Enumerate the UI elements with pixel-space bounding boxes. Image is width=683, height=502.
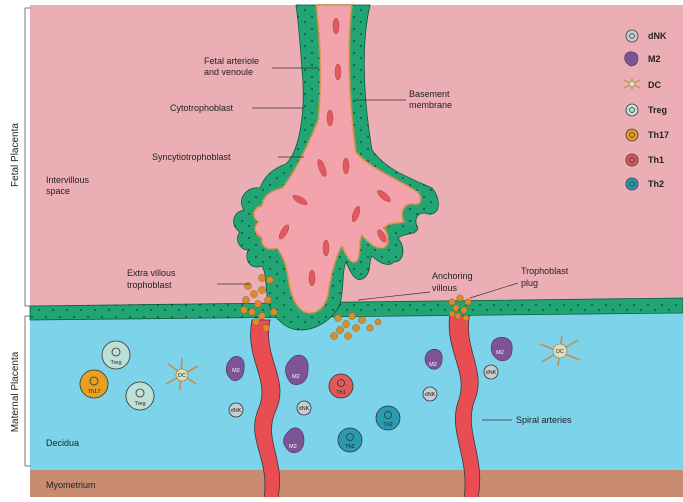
dnk-cell: dNK: [229, 403, 243, 417]
legend-label-dc: DC: [648, 80, 661, 90]
maternal-placenta-label: Maternal Placenta: [10, 351, 21, 432]
trophoblast-plug-label-2: plug: [521, 278, 538, 288]
th2-cell: Th2: [338, 428, 362, 452]
th17-cell-label: Th17: [88, 389, 101, 395]
m2-cell-label: M2: [292, 374, 300, 380]
legend-label-th1: Th1: [648, 155, 664, 165]
myometrium-layer: [30, 470, 683, 497]
syncytiotrophoblast-label: Syncytiotrophoblast: [152, 152, 231, 162]
th1-cell-label: Th1: [336, 390, 345, 396]
legend-label-th17: Th17: [648, 130, 669, 140]
intervillous-space-label-2: space: [46, 186, 70, 196]
cytotrophoblast-label: Cytotrophoblast: [170, 103, 234, 113]
dnk-cell: dNK: [423, 387, 437, 401]
m2-cell-label: M2: [232, 368, 240, 374]
extra-villous-label-2: trophoblast: [127, 280, 172, 290]
th17-cell: Th17: [80, 370, 108, 398]
decidua-label: Decidua: [46, 438, 79, 448]
th1-cell: Th1: [329, 374, 353, 398]
dnk-cell-label: dNK: [231, 408, 242, 414]
dc-cell-label: DC: [178, 373, 186, 379]
treg-cell-label: Treg: [134, 401, 145, 407]
m2-cell-label: M2: [429, 362, 437, 368]
trophoblast-plug-label: Trophoblast: [521, 266, 569, 276]
th2-cell-label: Th2: [345, 444, 354, 450]
m2-cell-label: M2: [496, 350, 504, 356]
basement-membrane-label: Basement: [409, 89, 450, 99]
dnk-cell-label: dNK: [425, 392, 436, 398]
fetal-venoule-label: and venoule: [204, 67, 253, 77]
myometrium-label: Myometrium: [46, 480, 96, 490]
fetal-placenta-label: Fetal Placenta: [10, 123, 21, 187]
m2-cell-label: M2: [289, 444, 297, 450]
th2-cell: Th2: [376, 406, 400, 430]
dnk-cell: dNK: [297, 401, 311, 415]
legend-label-treg: Treg: [648, 105, 667, 115]
dnk-cell-label: dNK: [486, 370, 497, 376]
extra-villous-label: Extra villous: [127, 268, 176, 278]
dc-cell-label: DC: [556, 349, 564, 355]
treg-cell-label: Treg: [110, 360, 121, 366]
anchoring-villous-label-2: villous: [432, 283, 458, 293]
dnk-cell-label: dNK: [299, 406, 310, 412]
legend-label-m2: M2: [648, 54, 661, 64]
treg-cell: Treg: [126, 382, 154, 410]
legend-item-th17: Th17: [626, 129, 669, 141]
basement-membrane-label-2: membrane: [409, 100, 452, 110]
legend-label-dnk: dNK: [648, 31, 667, 41]
treg-cell: Treg: [102, 341, 130, 369]
th2-cell-label: Th2: [383, 422, 392, 428]
fetal-arteriole-label: Fetal arteriole: [204, 56, 259, 66]
spiral-arteries-label: Spiral arteries: [516, 415, 572, 425]
anchoring-villous-label: Anchoring: [432, 271, 473, 281]
legend-label-th2: Th2: [648, 179, 664, 189]
dnk-cell: dNK: [484, 365, 498, 379]
intervillous-space-label: Intervillous: [46, 175, 90, 185]
